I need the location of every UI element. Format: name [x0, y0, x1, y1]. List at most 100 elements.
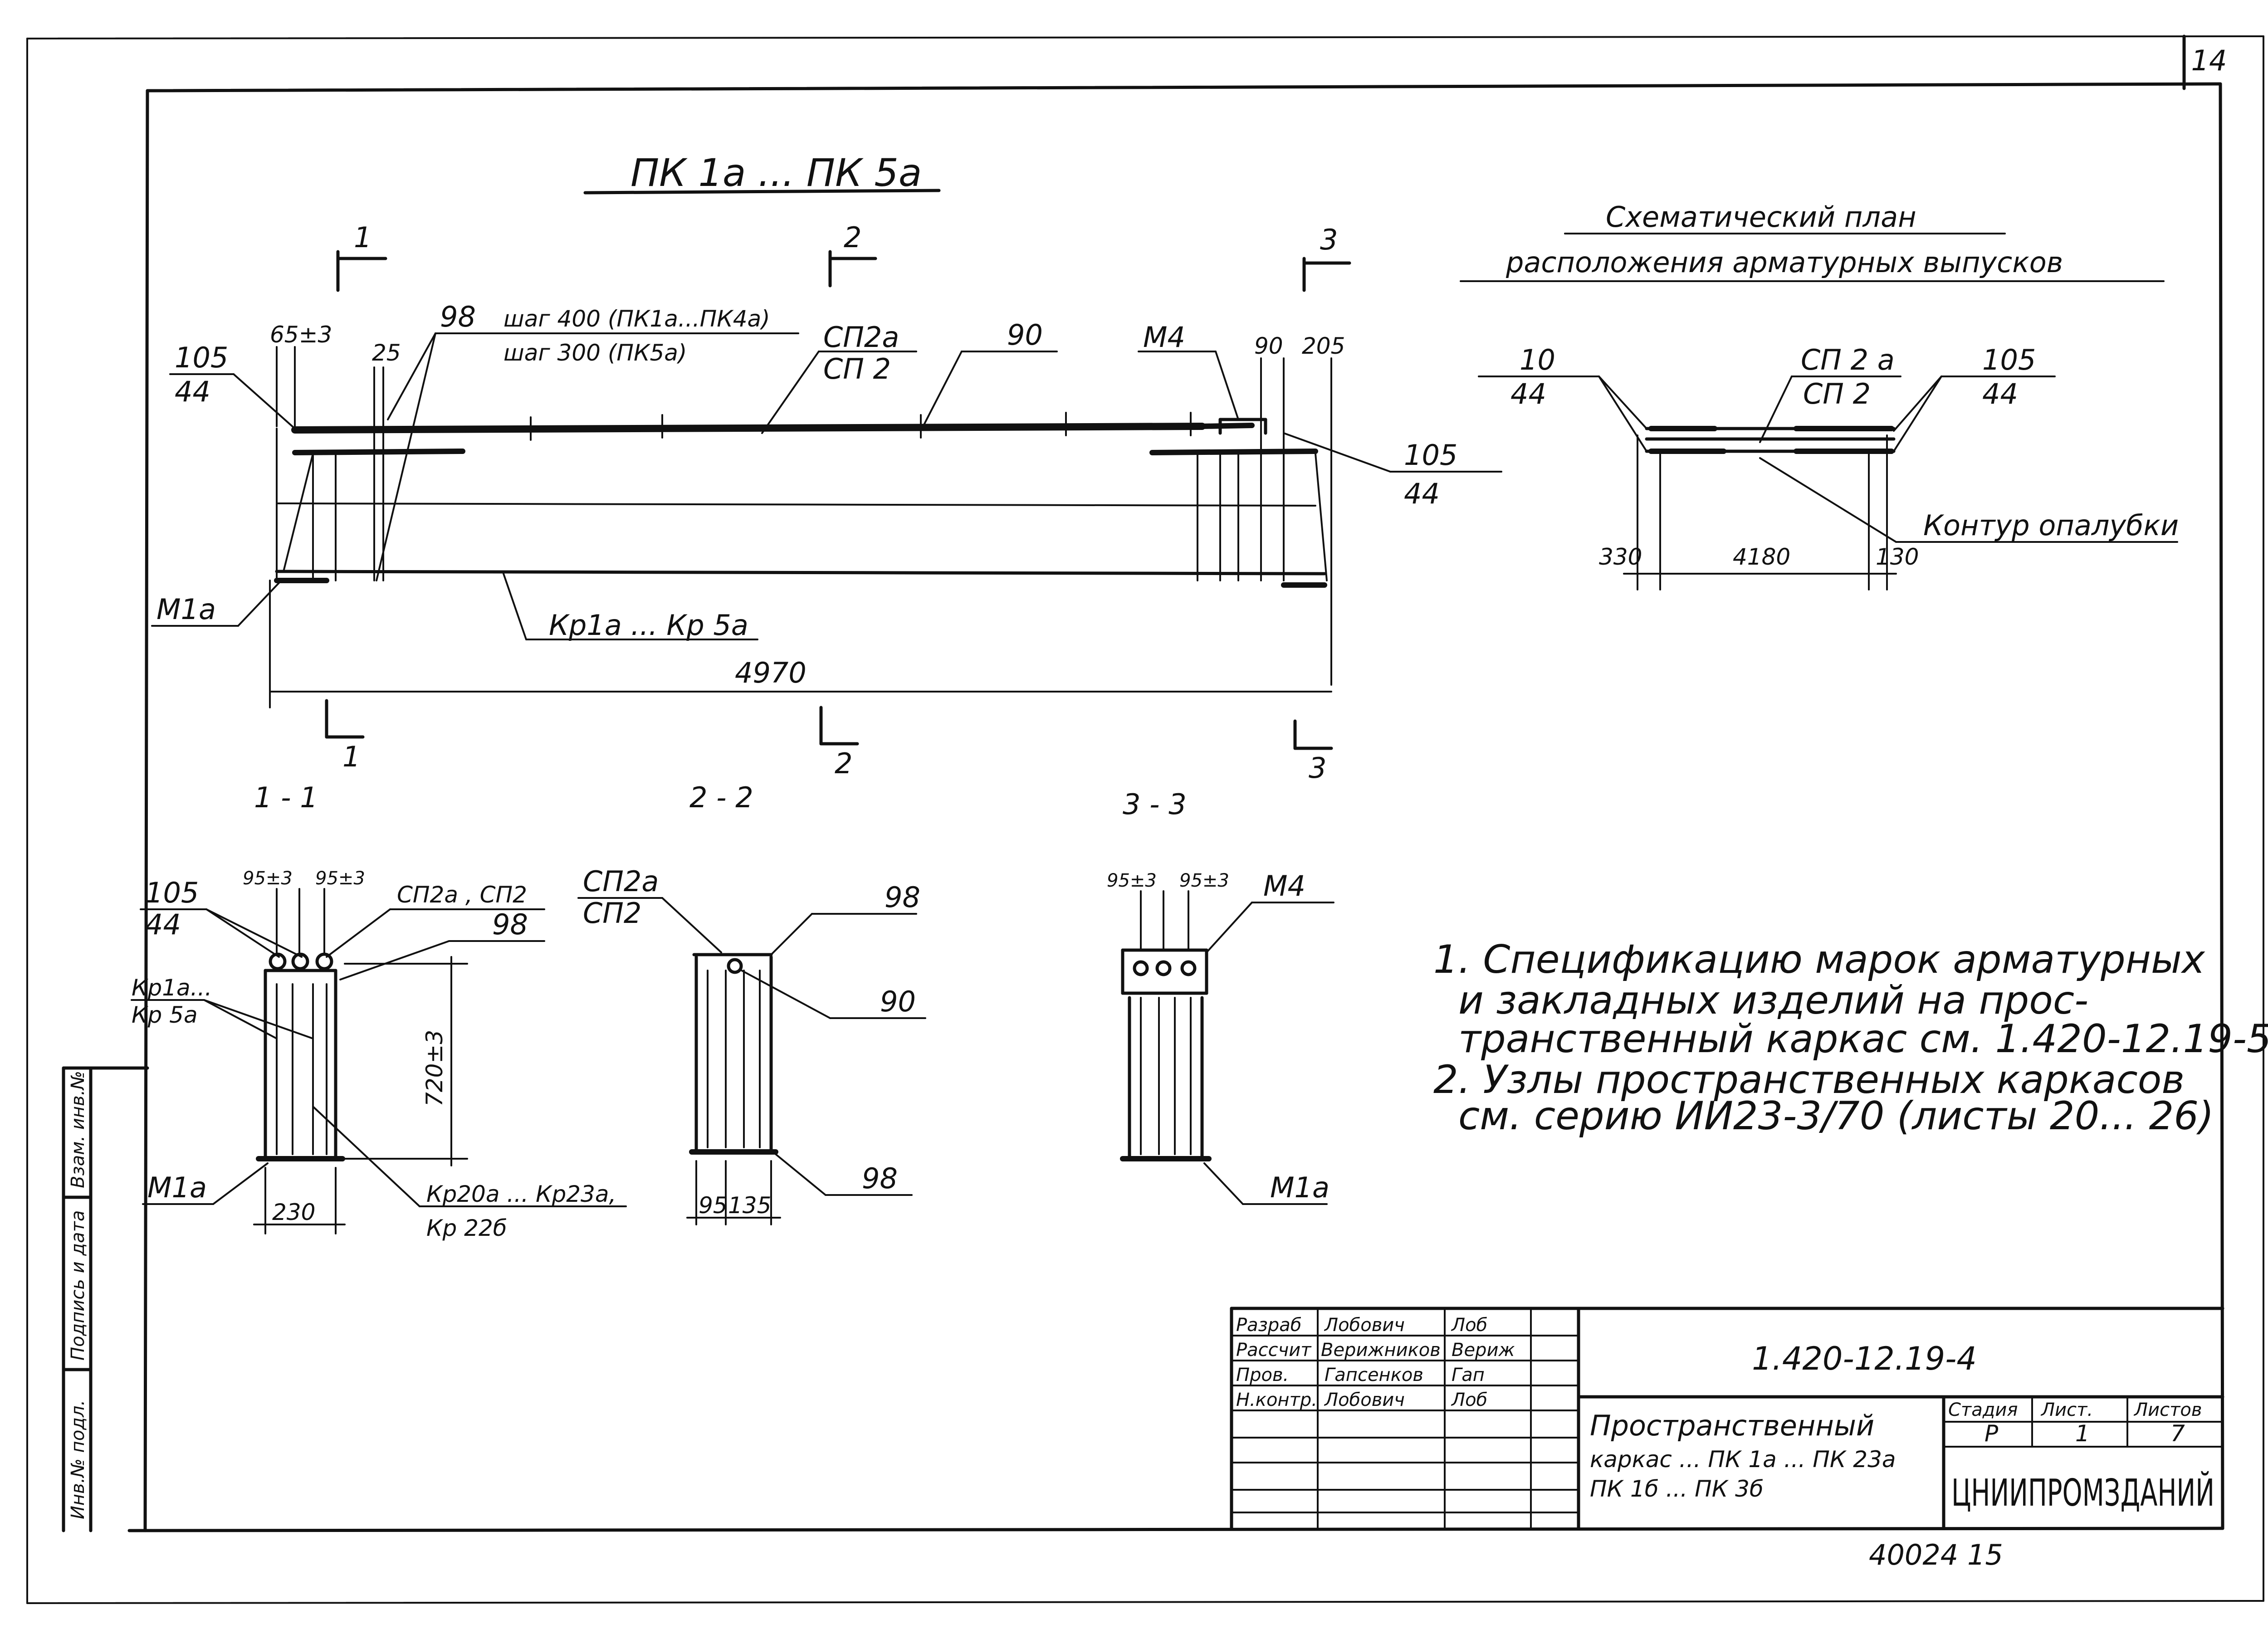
s2-sp-top: СП2а [583, 865, 659, 898]
step-300: шаг 300 (ПК5а) [503, 340, 687, 366]
s1-44: 44 [145, 908, 181, 941]
section-2-2-title: 2 - 2 [689, 781, 753, 814]
elevation-view: 1 2 3 65±3 25 98 шаг 400 (ПК1а...ПК4а) ш… [151, 221, 1502, 785]
stamp-name-3: Гапсенков [1325, 1365, 1423, 1385]
schematic-lbl-44-right: 44 [1982, 377, 2018, 410]
dim-90b: 90 [1254, 333, 1283, 359]
stamp-org: ЦНИИПРОМЗДАНИЙ [1951, 1471, 2214, 1515]
stamp-role-1: Разраб [1236, 1315, 1301, 1336]
section-mark-2-top: 2 [844, 221, 861, 254]
stamp-h-sheet: Лист. [2040, 1400, 2093, 1420]
title-block: Разраб Лобович Лоб Рассчит Верижников Ве… [1230, 1307, 2224, 1530]
m4-label: М4 [1143, 321, 1185, 354]
note-line-3: транственный каркас см. 1.420-12.19-5 [1458, 1016, 2268, 1062]
section-2-2: СП2а СП2 98 90 98 95 135 [577, 865, 926, 1225]
s1-95b: 95±3 [315, 868, 365, 889]
stamp-v-sheets: 7 [2170, 1420, 2185, 1447]
section-mark-1-top: 1 [354, 221, 371, 254]
schematic-plan: Схематический план расположения арматурн… [1460, 200, 2179, 590]
s2-98: 98 [885, 881, 920, 914]
schematic-sp2: СП 2 [1803, 377, 1871, 410]
schematic-sp2a: СП 2 а [1801, 343, 1895, 376]
s1-bar-3 [315, 952, 333, 971]
dim-205: 205 [1302, 333, 1345, 359]
dim-65: 65±3 [270, 322, 332, 348]
s3-m1a: М1а [1270, 1171, 1330, 1204]
stamp-name-1: Лобович [1324, 1315, 1405, 1336]
side-stamp: Инв.№ подл. Подпись и дата Взам. инв.№ [62, 1066, 149, 1532]
stamp-v-sheet: 1 [2075, 1420, 2090, 1447]
stamp-v-stage: Р [1984, 1420, 1999, 1447]
schematic-lbl-44-left: 44 [1510, 377, 1546, 410]
s1-95a: 95±3 [243, 868, 293, 889]
section-mark-1-bot: 1 [342, 740, 360, 773]
section-mark-3-bot: 3 [1309, 751, 1326, 785]
main-title: ПК 1а ... ПК 5а [631, 151, 922, 195]
s1-m1a: М1а [147, 1171, 207, 1204]
footer-number: 40024 15 [1869, 1538, 2003, 1571]
s3-bar-3 [1180, 960, 1197, 976]
s3-m4: М4 [1263, 869, 1305, 902]
stamp-sign-1: Лоб [1451, 1315, 1487, 1336]
kr-label: Кр1а ... Кр 5а [549, 609, 748, 642]
s1-height: 720±3 [421, 1030, 448, 1107]
notes: 1. Спецификацию марок арматурных и закла… [1433, 937, 2268, 1139]
s1-kr22: Кр 22б [426, 1215, 507, 1241]
schematic-title-1: Схематический план [1606, 200, 1916, 234]
sp-bot: СП 2 [823, 352, 891, 385]
schematic-title-2: расположения арматурных выпусков [1505, 246, 2063, 279]
dim-25: 25 [372, 340, 401, 366]
s1-width: 230 [272, 1199, 315, 1225]
s3-bar-1 [1133, 960, 1149, 976]
sp-top: СП2а [823, 321, 899, 354]
stamp-desc-1: Пространственный [1590, 1409, 1874, 1442]
side-stamp-sign-date: Подпись и дата [68, 1210, 88, 1361]
s3-95b: 95±3 [1179, 870, 1229, 891]
stamp-sign-4: Лоб [1451, 1390, 1487, 1410]
schematic-lbl-10: 10 [1520, 343, 1555, 376]
sheet-number: 14 [2191, 44, 2227, 77]
s1-98: 98 [492, 908, 528, 941]
total-length: 4970 [735, 656, 807, 689]
sheet-frame [26, 34, 2264, 1604]
schematic-contour: Контур опалубки [1923, 509, 2179, 542]
stamp-desc-2: каркас ... ПК 1а ... ПК 23а [1590, 1446, 1896, 1473]
schematic-dim-330: 330 [1599, 544, 1642, 570]
s1-sp: СП2а , СП2 [397, 882, 527, 908]
stamp-sign-3: Гап [1452, 1365, 1485, 1385]
note-line-5: см. серию ИИ23-3/70 (листы 20... 26) [1458, 1093, 2214, 1139]
section-3-3: 95±3 95±3 М4 М1а [1107, 869, 1334, 1205]
schematic-dim-130: 130 [1876, 544, 1919, 570]
s3-bar-2 [1155, 960, 1172, 976]
section-mark-2-bot: 2 [835, 747, 852, 780]
note-line-1: 1. Спецификацию марок арматурных [1433, 937, 2205, 982]
stamp-desc-3: ПК 1б ... ПК 3б [1590, 1476, 1764, 1502]
s1-kr1: Кр1а... [132, 975, 212, 1001]
stamp-code: 1.420-12.19-4 [1752, 1340, 1977, 1377]
left-44: 44 [175, 375, 210, 408]
section-1-1: 105 44 95±3 95±3 СП2а , СП2 98 Кр1а... К… [131, 868, 627, 1241]
stamp-name-4: Лобович [1324, 1390, 1405, 1410]
step-400: шаг 400 (ПК1а...ПК4а) [503, 306, 770, 332]
stamp-name-2: Верижников [1321, 1340, 1441, 1361]
stamp-role-4: Н.контр. [1236, 1390, 1317, 1410]
schematic-dim-4180: 4180 [1733, 544, 1790, 570]
s2-sp-bot: СП2 [583, 897, 641, 930]
s2-90: 90 [880, 985, 916, 1018]
dim-98: 98 [440, 300, 476, 333]
stamp-h-sheets: Листов [2133, 1400, 2202, 1420]
s2-135: 135 [728, 1192, 771, 1219]
left-105: 105 [175, 341, 228, 374]
s1-kr2: Кр 5а [132, 1002, 198, 1028]
right-105: 105 [1404, 439, 1457, 472]
stamp-role-2: Рассчит [1236, 1340, 1312, 1361]
s1-bar-1 [269, 952, 287, 971]
note-line-4: 2. Узлы пространственных каркасов [1433, 1057, 2185, 1102]
s3-95a: 95±3 [1107, 870, 1157, 891]
section-1-1-title: 1 - 1 [254, 781, 318, 814]
note-line-2: и закладных изделий на прос- [1458, 978, 2088, 1023]
s1-kr20: Кр20а ... Кр23а, [426, 1181, 616, 1207]
s2-bar [727, 958, 743, 974]
s1-bar-2 [291, 952, 309, 971]
